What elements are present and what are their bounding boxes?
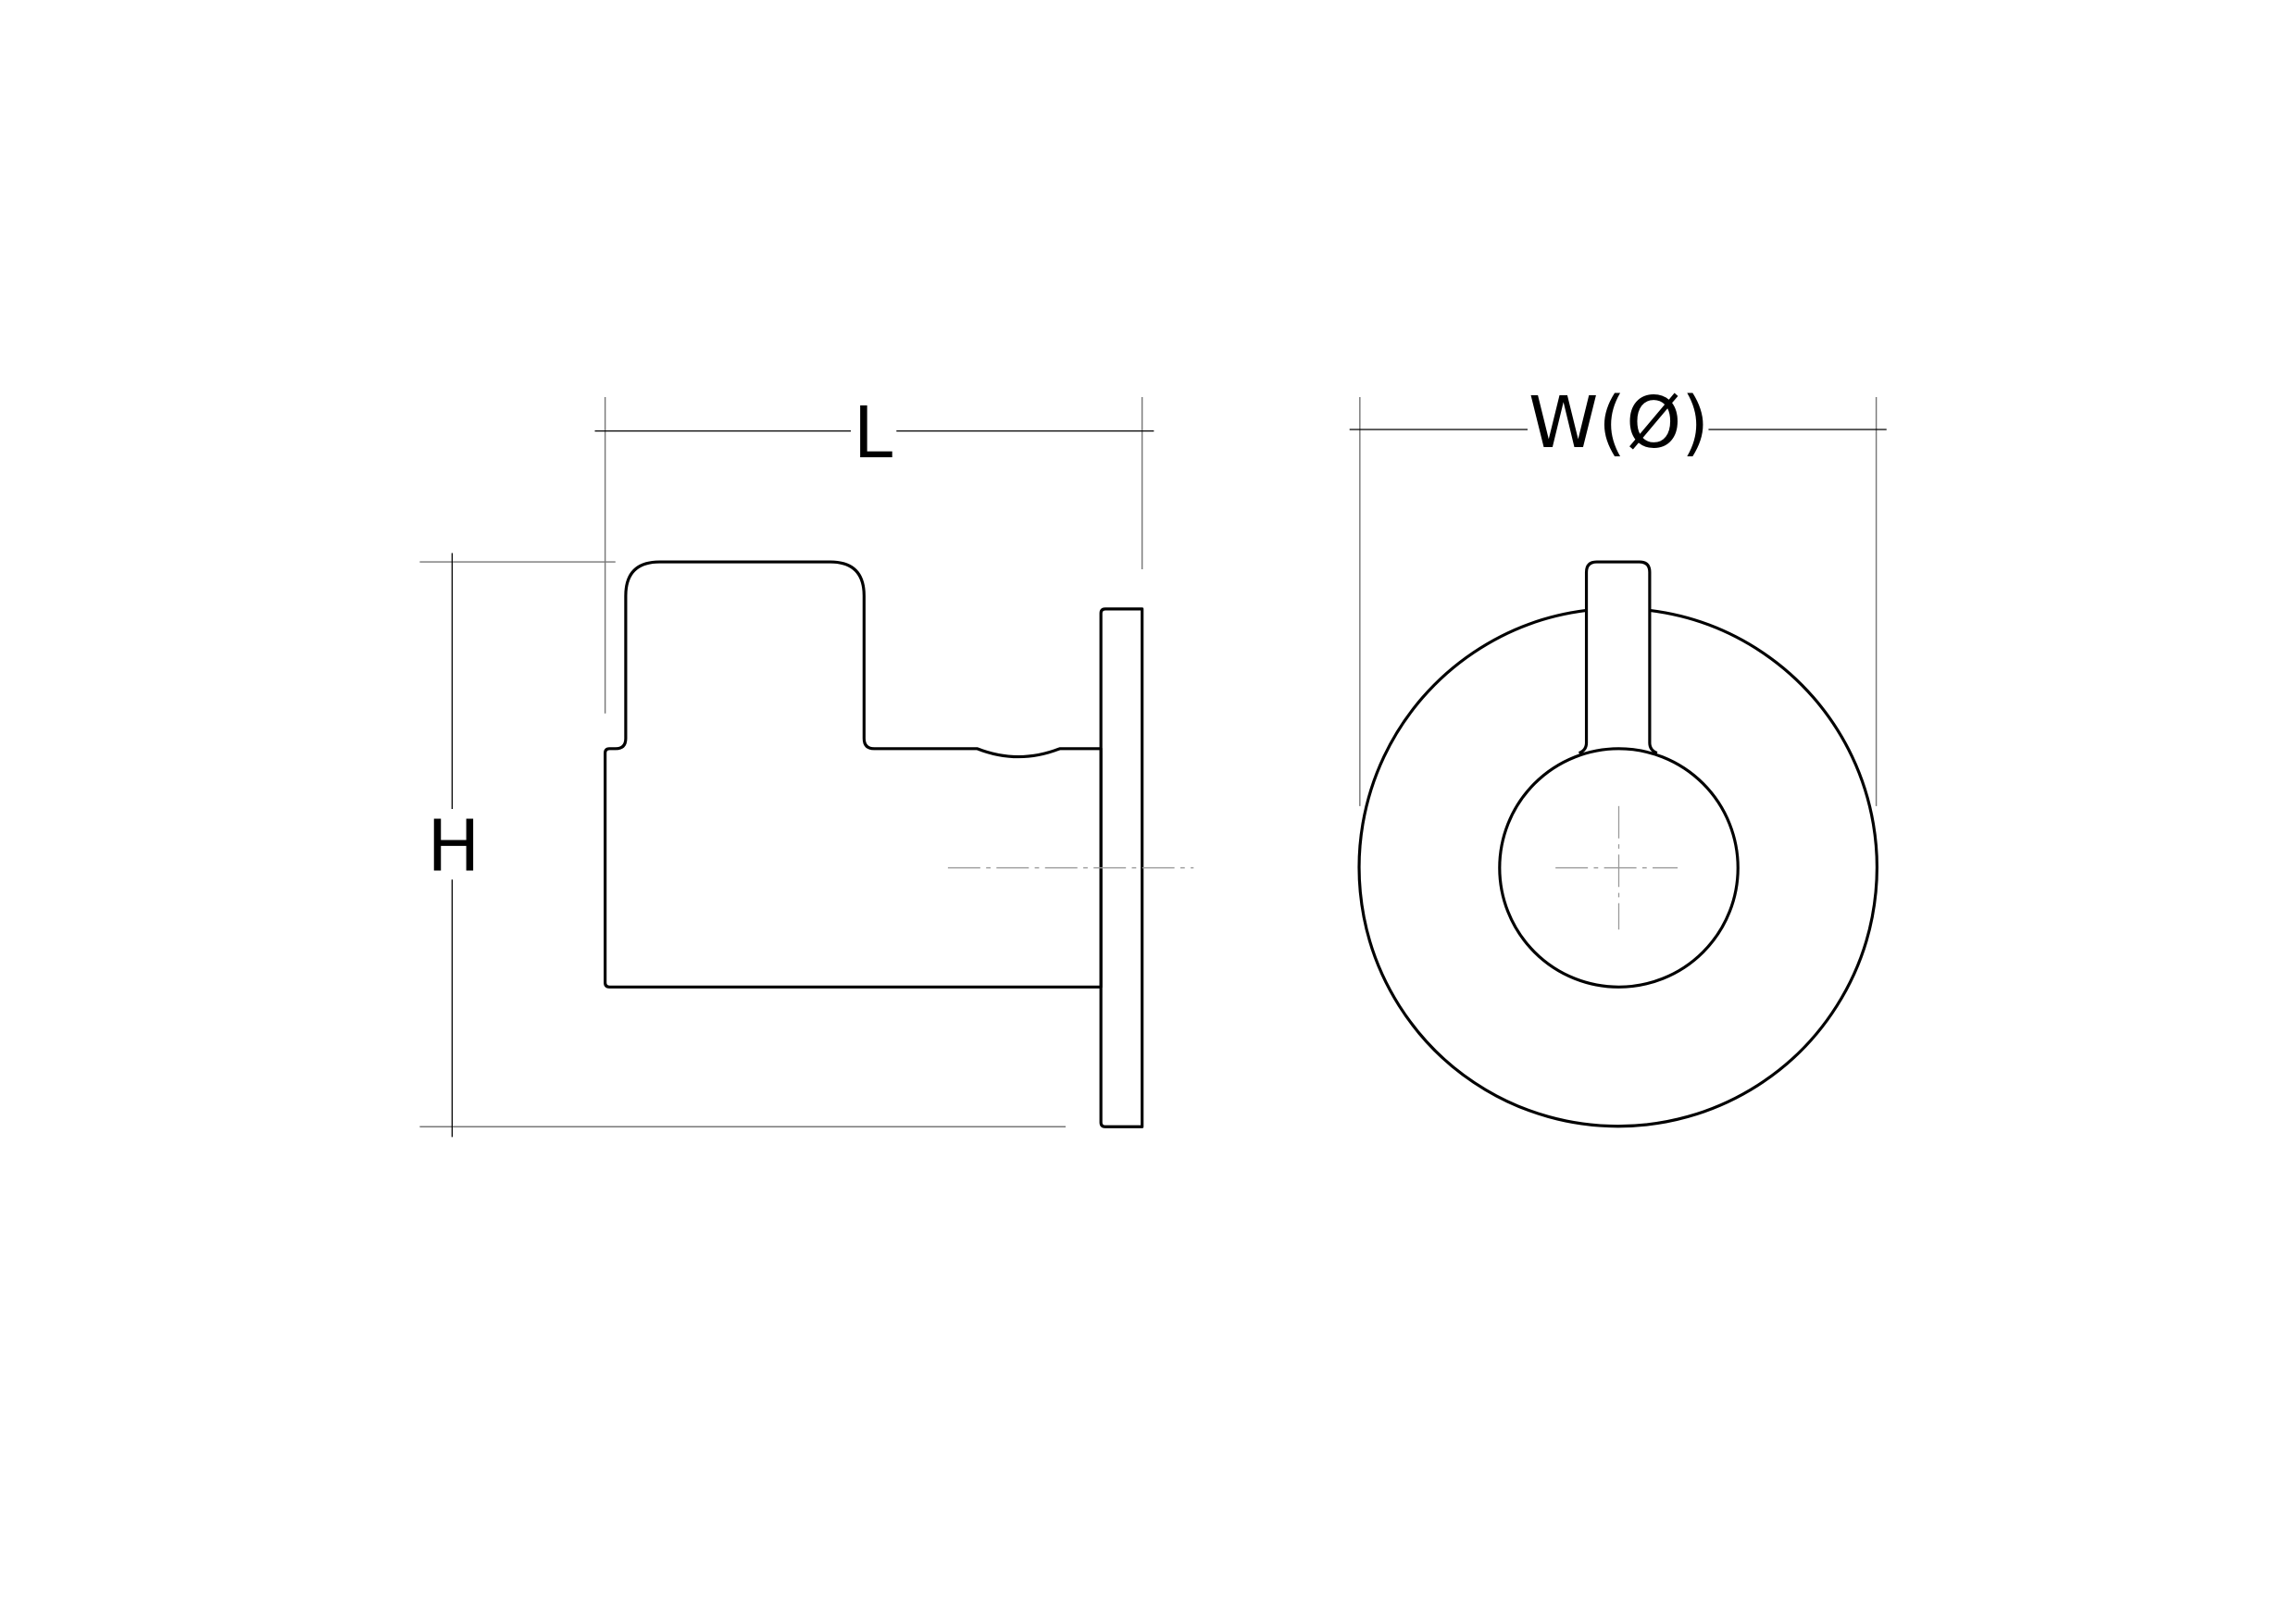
height-dimension: H bbox=[419, 553, 1067, 1138]
hook-arm-outline bbox=[1584, 560, 1658, 755]
front-view: W(Ø) bbox=[1349, 381, 1887, 1128]
width-label: W(Ø) bbox=[1529, 381, 1709, 464]
height-label: H bbox=[427, 805, 480, 888]
wall-plate-outline bbox=[1099, 607, 1144, 1128]
side-view: L H bbox=[419, 392, 1194, 1138]
hook-tip-outline bbox=[1498, 747, 1740, 989]
length-dimension: L bbox=[594, 392, 1154, 714]
hook-arm-left-flare bbox=[1578, 742, 1589, 755]
length-label: L bbox=[854, 392, 893, 474]
width-dimension: W(Ø) bbox=[1349, 381, 1887, 806]
hook-body-outline bbox=[604, 560, 1103, 989]
rosette-outline bbox=[1357, 608, 1878, 1128]
